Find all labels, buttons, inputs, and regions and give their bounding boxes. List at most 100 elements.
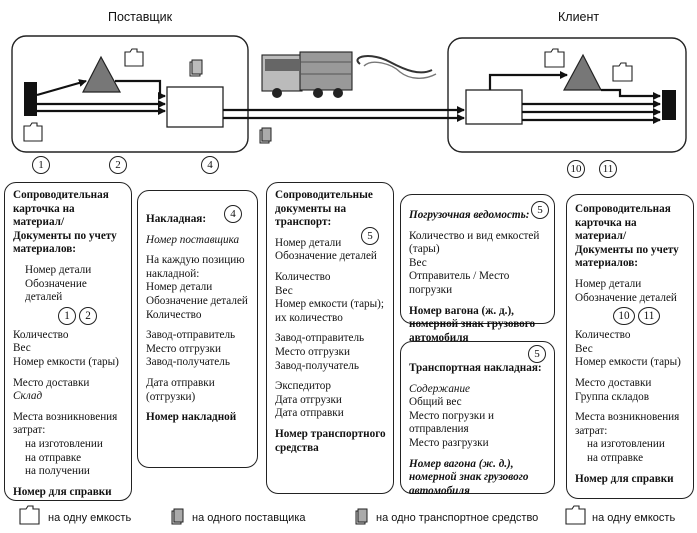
legend-supplier: на одного поставщика [192, 512, 306, 524]
field: Место доставки [13, 376, 90, 389]
document-stack-icon [259, 127, 272, 144]
supplier-label: Поставщик [108, 10, 173, 24]
field: Номер накладной [146, 411, 237, 424]
step-number: 10 [613, 307, 635, 326]
field: Номер вагона (ж. д.), номерной знак груз… [409, 304, 536, 344]
field: Номер для справки [13, 485, 112, 498]
legend-container-client: на одну емкость [592, 512, 676, 524]
supplier-area [11, 35, 249, 153]
supplier-process-box [166, 86, 224, 128]
client-sink-bar [662, 90, 676, 120]
legend-container: на одну емкость [48, 512, 132, 524]
supplier-source-bar [24, 82, 37, 116]
field: Дата отправки [275, 407, 344, 420]
field: Количество [13, 328, 69, 341]
field: Вес [275, 284, 293, 297]
field: Номер емкости (тары); их количество [275, 298, 384, 324]
supplier-warehouse-triangle [82, 55, 122, 93]
card-title: Транспортная накладная: [409, 362, 542, 374]
field: Склад [13, 390, 43, 403]
step-number: 4 [224, 205, 242, 223]
field: Обозначение деталей [275, 250, 377, 263]
card-invoice: 4 Накладная: Номер поставщика На каждую … [137, 190, 258, 468]
field: Обозначение деталей [25, 277, 87, 304]
step-number: 11 [599, 160, 617, 178]
field: Группа складов [575, 390, 650, 403]
container-icon [23, 48, 144, 142]
field: Экспедитор [275, 380, 331, 393]
field: на отправке [25, 451, 82, 464]
client-area [447, 37, 687, 153]
field: Номер емкости (тары) [575, 356, 681, 369]
field: Номер детали [275, 236, 342, 249]
field: Дата отгрузки [275, 393, 342, 406]
document-stack-icon [355, 508, 368, 525]
field: Место разгрузки [409, 436, 489, 449]
step-number: 2 [79, 306, 97, 325]
field: Количество [146, 308, 202, 321]
card-transport-docs: 5 Сопроводительные документы на транспор… [266, 182, 394, 494]
client-label: Клиент [558, 10, 600, 24]
step-number: 1 [58, 306, 76, 325]
field: Вес [575, 342, 593, 355]
field: Завод-отправитель [275, 332, 365, 345]
step-number: 4 [201, 156, 219, 174]
field: Номер детали [146, 281, 213, 294]
card-title: Сопроводительная карточка на материал/ Д… [13, 189, 117, 256]
step-number: 5 [528, 345, 546, 363]
field: Место доставки [575, 376, 652, 389]
legend-transport: на одно транспортное средство [376, 512, 539, 524]
field: Завод-получатель [275, 359, 359, 372]
step-number: 2 [109, 156, 127, 174]
container-icon [565, 505, 586, 525]
field: Дата отправки (отгрузки) [146, 376, 215, 403]
field: Место погрузки и отправления [409, 409, 494, 436]
field: на получении [25, 465, 90, 478]
field: Места возникновения затрат: [575, 411, 680, 437]
field: на изготовлении [25, 437, 103, 450]
field: Вес [13, 342, 31, 355]
flow-diagram [11, 35, 687, 153]
field: Количество [575, 329, 631, 342]
road-path [356, 55, 433, 74]
field: Номер вагона (ж. д.), номерной знак груз… [409, 457, 529, 497]
field: Место отгрузки [275, 345, 350, 358]
field: на отправке [587, 451, 644, 464]
field: Количество и вид емкостей (тары) [409, 229, 540, 256]
step-number: 5 [361, 227, 379, 245]
legend-icons [19, 505, 586, 525]
card-material-docs-supplier: Сопроводительная карточка на материал/ Д… [4, 182, 132, 501]
field: Общий вес [409, 396, 462, 409]
field: Номер транспортного средства [275, 427, 386, 454]
field: Содержание [409, 382, 471, 395]
step-number: 1 [32, 156, 50, 174]
field: Номер детали [575, 277, 642, 290]
field: на изготовлении [587, 438, 665, 451]
step-number: 10 [567, 160, 585, 178]
document-stack-icon [189, 59, 203, 77]
card-title: Погрузочная ведомость: [409, 209, 530, 221]
client-process-box [465, 89, 523, 125]
card-material-docs-client: Сопроводительная карточка на материал/ Д… [566, 194, 694, 499]
field: Вес [409, 256, 427, 269]
field: Обозначение деталей [146, 294, 248, 307]
card-title: Сопроводительные документы на транспорт: [275, 189, 373, 229]
client-warehouse-triangle [562, 53, 602, 91]
card-title: Сопроводительная карточка на материал/ Д… [575, 203, 679, 270]
field: Номер емкости (тары) [13, 355, 119, 368]
field: Номер детали [25, 263, 92, 276]
card-waybill: 5 Транспортная накладная: Содержание Общ… [400, 341, 555, 497]
step-number: 11 [638, 307, 660, 326]
field: Отправитель / Место погрузки [409, 270, 510, 296]
truck-icon [261, 51, 353, 98]
field: На каждую позицию накладной: [146, 254, 245, 280]
field: Место отгрузки [146, 342, 221, 355]
field: Номер поставщика [146, 233, 240, 246]
field: Завод-отправитель [146, 329, 236, 342]
field: Количество [275, 270, 331, 283]
document-stack-icon [171, 508, 184, 525]
field: Места возникновения затрат: [13, 410, 118, 437]
field: Завод-получатель [146, 356, 230, 369]
field: Обозначение деталей [575, 291, 677, 304]
container-icon [19, 505, 40, 525]
